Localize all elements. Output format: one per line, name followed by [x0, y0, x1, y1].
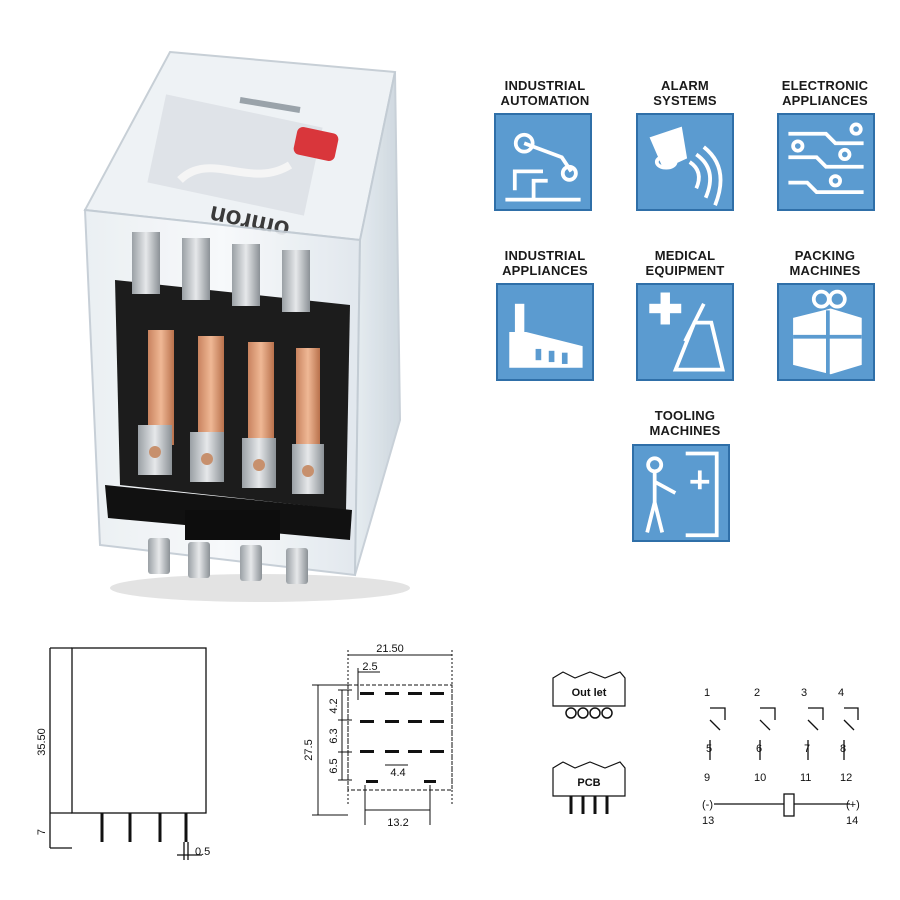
- relay-side-cover: [354, 71, 402, 576]
- outlet-housing: [552, 671, 626, 707]
- relay-base-key: [185, 510, 280, 540]
- relay-shadow: [110, 574, 410, 602]
- outlet-pins: [565, 707, 613, 719]
- gift-box-icon: [777, 283, 875, 381]
- dim-row-pitch-a: 4.2: [328, 698, 340, 713]
- outlet-label: Out let: [572, 687, 607, 699]
- dim-side-pin-length: 7: [36, 829, 48, 835]
- relay-top-terminals: [132, 232, 310, 312]
- relay-bottom-pins: [148, 538, 308, 584]
- relay-illustration: omron: [83, 50, 410, 602]
- pcb-label: PCB: [577, 777, 600, 789]
- contact-symbols: [709, 707, 859, 760]
- alarm-siren-icon: [636, 113, 734, 211]
- pin-number: 1: [704, 687, 710, 699]
- dim-bottom-offset: 2.5: [362, 661, 377, 673]
- coil-symbol: [714, 793, 850, 817]
- bottom-view-outline: [347, 684, 453, 791]
- pin-number: 7: [804, 743, 810, 755]
- pin-number: 9: [704, 772, 710, 784]
- mounting-types: Out let PCB: [545, 668, 635, 848]
- pin-number: 11: [800, 772, 811, 784]
- factory-icon: [496, 283, 594, 381]
- robot-arm-icon: [494, 113, 592, 211]
- dim-side-pin-width: 0.5: [195, 846, 210, 858]
- pin-number: 6: [756, 743, 762, 755]
- pin-number: 10: [754, 772, 766, 784]
- dim-side-height: 35.50: [36, 728, 48, 756]
- pin-number: 5: [706, 743, 712, 755]
- bottom-view-pin-slots: [360, 692, 444, 783]
- side-view-body: [71, 647, 207, 814]
- pin-number: 4: [838, 687, 844, 699]
- dim-row-pitch-b: 6.3: [328, 728, 340, 743]
- relay-photo: omron: [60, 40, 440, 610]
- dim-bottom-height: 27.5: [303, 739, 315, 760]
- relay-screw-terminals: [138, 425, 324, 494]
- coil-right-pin: 14: [846, 815, 858, 827]
- dim-bottom-width: 21.50: [376, 643, 404, 655]
- pin-number: 3: [801, 687, 807, 699]
- dim-pin-span: 13.2: [387, 817, 408, 829]
- dim-row-pitch-c: 6.5: [328, 758, 340, 773]
- pin-number: 2: [754, 687, 760, 699]
- side-view-drawing: 35.50 7 0.5: [20, 630, 250, 880]
- relay-copper-contacts: [148, 330, 320, 463]
- pcb-pins: [569, 796, 609, 814]
- pin-number: 12: [840, 772, 852, 784]
- circuit-board-icon: [777, 113, 875, 211]
- machine-operator-icon: [632, 444, 730, 542]
- coil-left-pin: 13: [702, 815, 714, 827]
- dim-col-pitch: 4.4: [390, 767, 405, 779]
- medical-cross-icon: [636, 283, 734, 381]
- pin-number: 8: [840, 743, 846, 755]
- coil-left-sign: (-): [702, 799, 713, 811]
- coil-right-sign: (+): [846, 799, 860, 811]
- pcb-housing: [552, 761, 626, 797]
- bottom-view-drawing: 21.50 2.5 27.5 4.2 6.3 6.5 4.4 13.2: [290, 640, 470, 840]
- wiring-schematic: 1 2 3 4 5 6 7 8 9 10 11 12 (-) (+) 13 14: [690, 680, 880, 830]
